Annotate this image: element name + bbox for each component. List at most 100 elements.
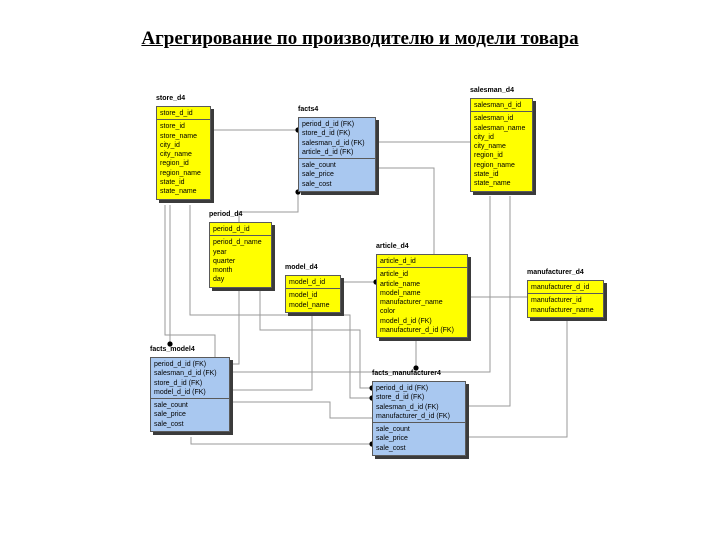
key-field: period_d_id (FK) <box>154 361 207 368</box>
entity-box: salesman_d_id salesman_id salesman_name … <box>470 98 533 192</box>
key-field: period_d_id <box>213 226 250 233</box>
attribute-section: salesman_id salesman_name city_id city_n… <box>471 112 532 190</box>
attribute-field: sale_count <box>154 402 188 410</box>
attribute-field: city_name <box>474 143 506 151</box>
key-field: article_d_id <box>380 258 416 265</box>
attribute-field: manufacturer_name <box>531 306 594 314</box>
attribute-field: month <box>213 267 233 275</box>
attribute-field: sale_count <box>376 426 410 434</box>
entity-name: manufacturer_d4 <box>527 269 584 276</box>
attribute-field: city_id <box>474 133 494 141</box>
attribute-field: manufacturer_name <box>380 299 443 307</box>
entity-box: period_d_id (FK) store_d_id (FK) salesma… <box>372 381 466 457</box>
entity-name: article_d4 <box>376 243 409 250</box>
entity-article-d4[interactable]: article_d4 article_d_id article_id artic… <box>376 243 468 339</box>
attribute-field: day <box>213 276 225 284</box>
attribute-section: model_id model_name <box>286 289 340 312</box>
key-field: salesman_d_id <box>474 102 522 109</box>
entity-box: model_d_id model_id model_name <box>285 275 341 313</box>
key-field: store_d_id (FK) <box>302 130 351 138</box>
entity-model-d4[interactable]: model_d4 model_d_id model_id model_name <box>285 264 341 313</box>
attribute-field: sale_count <box>302 162 336 170</box>
entity-manufacturer-d4[interactable]: manufacturer_d4 manufacturer_d_id manufa… <box>527 269 604 318</box>
key-field: manufacturer_d_id <box>531 284 590 291</box>
key-section: store_d_id <box>157 107 210 121</box>
entity-name: facts_manufacturer4 <box>372 370 441 377</box>
entity-salesman-d4[interactable]: salesman_d4 salesman_d_id salesman_id sa… <box>470 87 533 192</box>
entity-name: period_d4 <box>209 211 243 218</box>
entity-box: period_d_id (FK) salesman_d_id (FK) stor… <box>150 357 230 433</box>
attribute-field: period_d_name <box>213 239 262 247</box>
key-field: store_d_id <box>160 110 193 117</box>
attribute-section: period_d_name year quarter month day <box>210 236 271 286</box>
attribute-field: sale_price <box>302 171 334 179</box>
key-section: period_d_id <box>210 223 271 237</box>
attribute-field: city_id <box>160 141 180 149</box>
attribute-field: region_id <box>160 160 189 168</box>
entity-facts-model4[interactable]: facts_model4 period_d_id (FK) salesman_d… <box>150 346 230 433</box>
entity-name: facts_model4 <box>150 346 195 353</box>
key-field: salesman_d_id (FK) <box>154 370 217 378</box>
key-field: salesman_d_id (FK) <box>376 403 439 411</box>
attribute-section: sale_count sale_price sale_cost <box>151 399 229 431</box>
attribute-field: model_name <box>380 289 421 297</box>
attribute-field: sale_price <box>154 411 186 419</box>
attribute-field: state_name <box>474 180 511 188</box>
attribute-field: state_name <box>160 188 197 196</box>
attribute-field: region_name <box>160 169 201 177</box>
key-section: period_d_id (FK) salesman_d_id (FK) stor… <box>151 358 229 400</box>
attribute-field: manufacturer_d_id (FK) <box>380 327 454 335</box>
attribute-field: salesman_id <box>474 115 514 123</box>
attribute-field: store_id <box>160 123 185 131</box>
attribute-field: region_name <box>474 161 515 169</box>
attribute-field: quarter <box>213 257 236 265</box>
attribute-field: store_name <box>160 132 197 140</box>
key-field: salesman_d_id (FK) <box>302 139 365 147</box>
attribute-field: sale_cost <box>302 180 332 188</box>
key-field: store_d_id (FK) <box>376 394 425 402</box>
attribute-field: city_name <box>160 151 192 159</box>
attribute-field: article_id <box>380 271 409 279</box>
entity-name: store_d4 <box>156 95 186 102</box>
attribute-field: model_name <box>289 301 330 309</box>
key-field: model_d_id <box>289 279 326 286</box>
attribute-section: store_id store_name city_id city_name re… <box>157 120 210 198</box>
attribute-field: sale_cost <box>154 420 184 428</box>
attribute-field: state_id <box>160 179 185 187</box>
entity-box: manufacturer_d_id manufacturer_id manufa… <box>527 280 604 318</box>
entity-facts4[interactable]: facts4 period_d_id (FK) store_d_id (FK) … <box>298 106 376 193</box>
page-title: Агрегирование по производителю и модели … <box>141 28 579 49</box>
entity-name: salesman_d4 <box>470 87 514 94</box>
attribute-field: region_id <box>474 152 503 160</box>
attribute-field: sale_price <box>376 435 408 443</box>
key-section: salesman_d_id <box>471 99 532 113</box>
attribute-section: sale_count sale_price sale_cost <box>373 423 465 455</box>
key-field: period_d_id (FK) <box>376 385 429 392</box>
attribute-field: model_id <box>289 292 318 300</box>
attribute-field: sale_cost <box>376 444 406 452</box>
key-field: article_d_id (FK) <box>302 148 354 156</box>
entity-name: facts4 <box>298 106 319 113</box>
entity-box: store_d_id store_id store_name city_id c… <box>156 106 211 200</box>
attribute-section: sale_count sale_price sale_cost <box>299 159 375 191</box>
key-field: store_d_id (FK) <box>154 379 203 387</box>
attribute-section: article_id article_name model_name manuf… <box>377 268 467 337</box>
entity-box: period_d_id period_d_name year quarter m… <box>209 222 272 288</box>
attribute-field: salesman_name <box>474 124 526 132</box>
attribute-field: state_id <box>474 171 499 179</box>
key-section: manufacturer_d_id <box>528 281 603 295</box>
entity-store-d4[interactable]: store_d4 store_d_id store_id store_name … <box>156 95 211 200</box>
entity-name: model_d4 <box>285 264 318 271</box>
attribute-field: year <box>213 248 227 256</box>
attribute-field: article_name <box>380 280 421 288</box>
entity-box: period_d_id (FK) store_d_id (FK) salesma… <box>298 117 376 193</box>
entity-period-d4[interactable]: period_d4 period_d_id period_d_name year… <box>209 211 272 288</box>
entity-facts-manufacturer4[interactable]: facts_manufacturer4 period_d_id (FK) sto… <box>372 370 466 457</box>
key-section: period_d_id (FK) store_d_id (FK) salesma… <box>373 382 465 424</box>
key-section: model_d_id <box>286 276 340 290</box>
entity-box: article_d_id article_id article_name mod… <box>376 254 468 339</box>
key-section: article_d_id <box>377 255 467 269</box>
key-section: period_d_id (FK) store_d_id (FK) salesma… <box>299 118 375 160</box>
attribute-field: model_d_id (FK) <box>380 317 432 325</box>
